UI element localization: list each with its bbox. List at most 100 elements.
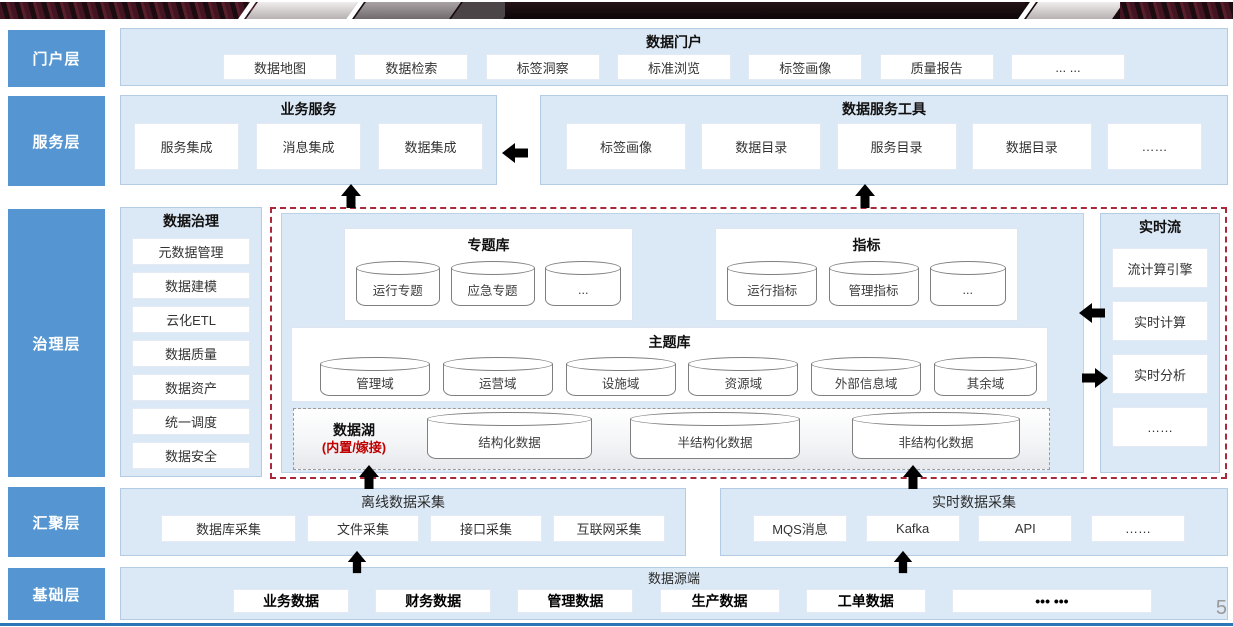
page-number: 5 [1215,597,1227,619]
database-cylinder: 非结构化数据 [852,412,1020,459]
database-cylinder: 外部信息域 [811,357,922,396]
data-source-item: ••• ••• [951,589,1152,613]
bottom-accent-line [0,623,1233,626]
portal-panel-title: 数据门户 [646,34,702,50]
tool-item: 数据目录 [971,123,1092,170]
cylinder-label: ... [962,282,973,297]
realtime-collect-row: MQS消息 Kafka API …… [721,510,1227,542]
thematic-cylinders: 运行专题 应急专题 ... [345,255,632,306]
tool-item: 数据目录 [701,123,822,170]
indicators-box: 指标 运行指标 管理指标 ... [715,228,1018,321]
arrow-up-icon [892,550,914,574]
database-cylinder: 资源域 [688,357,799,396]
portal-item: ... ... [1010,54,1125,80]
indicators-title: 指标 [852,237,881,253]
cylinder-label: ... [578,282,589,297]
cylinder-label: 管理域 [356,377,394,391]
layer-label-aggregation: 汇聚层 [8,487,105,557]
arrow-up-icon [346,550,368,574]
database-cylinder: 运行指标 [727,261,818,306]
governance-item: 数据安全 [132,442,250,469]
data-lake-title: 数据湖 [333,422,375,438]
data-lake-subtitle: (内置/嫁接) [321,440,387,455]
cylinder-label: 非结构化数据 [898,436,974,450]
arrow-up-icon [854,183,876,209]
realtime-stream-item: 实时分析 [1112,354,1208,394]
cylinder-label: 外部信息域 [834,377,898,391]
portal-item: 数据地图 [223,54,337,80]
offline-collect-row: 数据库采集 文件采集 接口采集 互联网采集 [121,510,685,542]
banner-texture [246,2,358,19]
cylinder-label: 资源域 [724,377,763,391]
collect-item: 接口采集 [430,515,542,542]
collect-item: API [978,515,1073,542]
portal-item: 标准浏览 [616,54,731,80]
database-cylinder: ... [545,261,622,306]
tool-item: …… [1107,123,1202,170]
realtime-collect-title: 实时数据采集 [932,494,1016,510]
data-service-tools-title: 数据服务工具 [842,101,926,117]
service-item: 消息集成 [256,123,361,170]
data-source-item: 财务数据 [375,589,492,613]
thematic-library-box: 专题库 运行专题 应急专题 ... [344,228,633,321]
realtime-stream-title: 实时流 [1139,219,1181,235]
base-panel: 数据源端 业务数据 财务数据 管理数据 生产数据 工单数据 ••• ••• [120,567,1228,620]
cylinder-label: 设施域 [601,377,640,391]
governance-item: 元数据管理 [132,238,250,265]
database-cylinder: 运营域 [442,357,553,396]
portal-items-row: 数据地图 数据检索 标签洞察 标准浏览 标签画像 质量报告 ... ... [121,50,1227,80]
portal-item: 标签洞察 [485,54,600,80]
database-cylinder: 设施域 [565,357,676,396]
data-lake-box: 数据湖 (内置/嫁接) 结构化数据 半结构化数据 非结构化数据 [293,408,1050,470]
banner-texture [354,2,461,19]
service-item: 数据集成 [378,123,483,170]
business-service-panel: 业务服务 服务集成 消息集成 数据集成 [120,95,497,185]
governance-item: 数据建模 [132,272,250,299]
governance-item: 统一调度 [132,408,250,435]
governance-item: 数据质量 [132,340,250,367]
tool-item: 服务目录 [836,123,957,170]
database-cylinder: 半结构化数据 [630,412,800,459]
cylinder-label: 运行指标 [747,284,798,298]
tool-item: 标签画像 [566,123,686,170]
data-governance-title: 数据治理 [163,213,219,229]
business-service-title: 业务服务 [280,101,337,117]
decorative-header-banner [0,2,1233,19]
data-source-item: 管理数据 [517,589,634,613]
database-cylinder: 应急专题 [450,261,535,306]
layer-label-service: 服务层 [8,96,105,186]
data-source-item: 业务数据 [233,589,349,613]
data-service-tools-panel: 数据服务工具 标签画像 数据目录 服务目录 数据目录 …… [540,95,1228,185]
portal-item: 数据检索 [354,54,469,80]
database-cylinder: 管理指标 [828,261,919,306]
database-cylinder: 运行专题 [355,261,440,306]
collect-item: Kafka [865,515,960,542]
base-panel-title: 数据源端 [647,571,700,586]
cylinder-label: 管理指标 [848,284,899,298]
database-cylinder: ... [929,261,1006,306]
realtime-stream-item: 流计算引擎 [1112,248,1208,288]
data-lake-label: 数据湖 (内置/嫁接) [294,422,414,456]
collect-item: …… [1090,515,1185,542]
cylinder-label: 运行专题 [372,284,423,298]
data-governance-panel: 数据治理 元数据管理 数据建模 云化ETL 数据质量 数据资产 统一调度 数据安… [120,207,262,477]
collect-item: 互联网采集 [553,515,665,542]
arrow-left-icon [501,142,529,164]
arrow-up-icon [902,464,924,490]
data-governance-list: 元数据管理 数据建模 云化ETL 数据质量 数据资产 统一调度 数据安全 [121,229,261,469]
banner-texture [505,2,1025,19]
collect-item: 数据库采集 [161,515,296,542]
banner-texture [0,2,258,19]
database-cylinder: 结构化数据 [427,412,592,459]
realtime-stream-panel: 实时流 流计算引擎 实时计算 实时分析 …… [1100,213,1220,473]
arrow-right-icon [1081,367,1109,389]
portal-item: 标签画像 [748,54,863,80]
offline-collect-panel: 离线数据采集 数据库采集 文件采集 接口采集 互联网采集 [120,488,686,556]
theme-library-title: 主题库 [648,334,691,350]
portal-item: 质量报告 [879,54,994,80]
theme-cylinders: 管理域 运营域 设施域 资源域 外部信息域 其余域 [292,352,1047,396]
cylinder-label: 应急专题 [467,284,518,298]
arrow-left-icon [1078,302,1106,324]
portal-panel: 数据门户 数据地图 数据检索 标签洞察 标准浏览 标签画像 质量报告 ... .… [120,28,1228,86]
